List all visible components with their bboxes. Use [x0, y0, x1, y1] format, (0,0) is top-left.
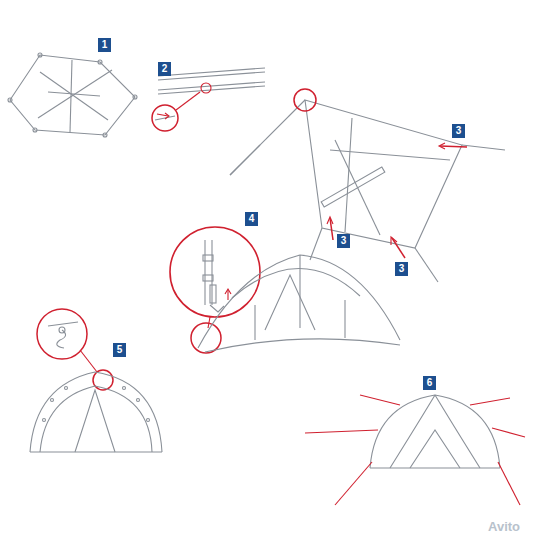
callout-number: 3 [337, 234, 350, 248]
callout-number: 5 [113, 343, 126, 357]
tent-floor [8, 53, 137, 137]
watermark: Avito [488, 520, 520, 534]
guyed-tent [305, 395, 525, 505]
callout-number: 2 [158, 62, 171, 76]
pole-clip-detail [170, 227, 400, 353]
callout-number: 1 [98, 38, 111, 52]
callout-number: 3 [395, 262, 408, 276]
pole-sections [152, 68, 265, 131]
inner-tent-detail [30, 309, 162, 452]
callout-number: 3 [452, 124, 465, 138]
tent-frame [230, 89, 505, 282]
callout-number: 6 [423, 376, 436, 390]
callout-number: 4 [245, 212, 258, 226]
